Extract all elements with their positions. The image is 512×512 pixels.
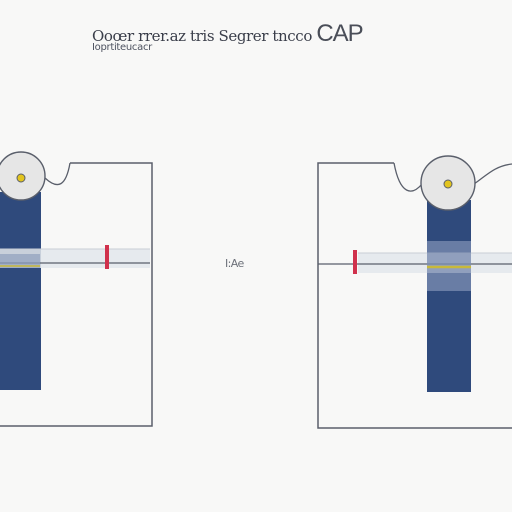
right-column bbox=[427, 200, 471, 392]
center-label: I:Ae bbox=[225, 257, 244, 270]
title-text: Ooœr rrer.az tris Segrer tncco bbox=[92, 27, 312, 45]
left-column bbox=[0, 192, 41, 390]
right-apparatus bbox=[317, 155, 512, 429]
left-rail-inner bbox=[0, 254, 40, 268]
right-cable-return bbox=[473, 163, 512, 185]
left-apparatus bbox=[0, 151, 153, 427]
right-wheel-icon bbox=[420, 155, 476, 211]
left-wheel-icon bbox=[0, 151, 46, 201]
left-marker-icon bbox=[105, 245, 109, 269]
diagram-title: Ooœr rrer.az tris Segrer tncco CAP bbox=[92, 20, 364, 48]
left-cable bbox=[44, 162, 71, 186]
right-marker-icon bbox=[353, 250, 357, 274]
diagram-subtitle: Ioprtiteucacr bbox=[92, 42, 152, 53]
right-cable bbox=[393, 162, 423, 192]
title-brand: CAP bbox=[316, 20, 363, 47]
left-frame bbox=[0, 162, 153, 427]
right-frame bbox=[317, 162, 512, 429]
